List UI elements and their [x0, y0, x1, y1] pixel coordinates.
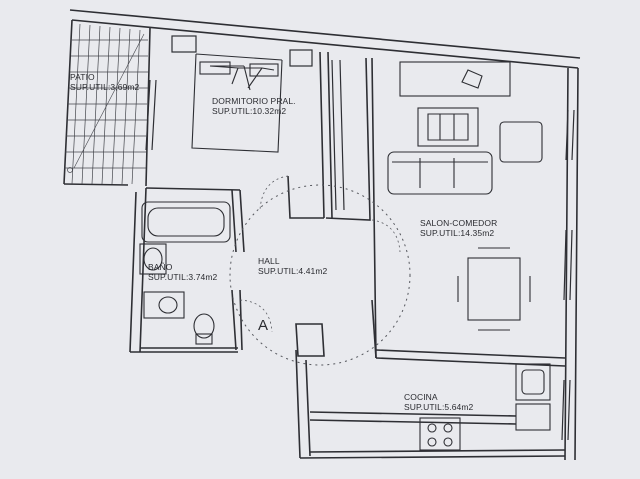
hall-area: SUP.UTIL:4.41m2 — [258, 266, 328, 276]
salon-label: SALON-COMEDOR SUP.UTIL:14.35m2 — [420, 218, 497, 238]
wall-bedroom-salon — [319, 51, 333, 219]
bano-area: SUP.UTIL:3.74m2 — [148, 272, 218, 282]
patio-grid — [64, 23, 148, 185]
patio-name: PATIO — [70, 72, 95, 82]
bathroom-fixtures — [139, 201, 231, 345]
exterior-wall-top — [69, 9, 581, 69]
hall-name: HALL — [258, 256, 280, 266]
cocina-label: COCINA SUP.UTIL:5.64m2 — [404, 392, 473, 412]
kitchen-walls — [295, 349, 311, 459]
kitchen-fixtures — [419, 363, 551, 451]
cocina-name: COCINA — [404, 392, 438, 402]
dormitorio-area: SUP.UTIL:10.32m2 — [212, 106, 287, 116]
bano-name: BAÑO — [148, 262, 173, 272]
bano-label: BAÑO SUP.UTIL:3.74m2 — [148, 262, 217, 282]
salon-area: SUP.UTIL:14.35m2 — [420, 228, 495, 238]
salon-name: SALON-COMEDOR — [420, 218, 498, 228]
cocina-area: SUP.UTIL:5.64m2 — [404, 402, 474, 412]
patio-area: SUP.UTIL:3,69m2 — [70, 82, 140, 92]
wall-bedroom-hall — [145, 187, 241, 191]
section-mark: A — [258, 317, 269, 334]
hall-label: HALL SUP.UTIL:4.41m2 — [258, 256, 327, 276]
patio-label: PATIO SUP.UTIL:3,69m2 — [70, 72, 139, 92]
dormitorio-name: DORMITORIO PRAL. — [212, 96, 296, 106]
bed — [191, 53, 283, 153]
dormitorio-label: DORMITORIO PRAL. SUP.UTIL:10.32m2 — [212, 96, 296, 116]
hall-turning-circle — [229, 184, 411, 366]
salon-furniture — [387, 61, 543, 331]
